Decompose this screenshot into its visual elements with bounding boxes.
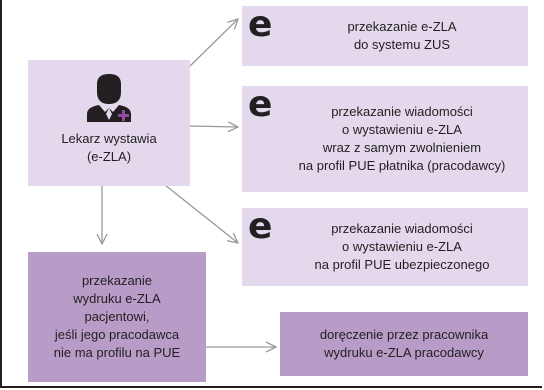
print-box-text: przekazanie wydruku e-ZLA pacjentowi, je…	[53, 273, 181, 360]
e-letter-icon: e	[248, 4, 273, 45]
print-box: przekazanie wydruku e-ZLA pacjentowi, je…	[28, 252, 206, 382]
doctor-icon	[87, 74, 131, 122]
e-letter-icon: e	[248, 84, 273, 125]
doctor-box: Lekarz wystawia (e-ZLA)	[28, 60, 190, 186]
target-employer-box: e przekazanie wiadomości o wystawieniu e…	[242, 86, 528, 192]
target-zus-box: e przekazanie e-ZLA do systemu ZUS	[242, 6, 528, 66]
doctor-label: Lekarz wystawia (e-ZLA)	[61, 131, 157, 164]
e-letter-icon: e	[248, 206, 273, 247]
delivery-box-text: doręczenie przez pracownika wydruku e-ZL…	[319, 327, 489, 360]
arrow-to-employer-profile	[189, 126, 238, 127]
target-insured-box: e przekazanie wiadomości o wystawieniu e…	[242, 208, 528, 286]
arrow-to-zus	[187, 19, 238, 69]
target-zus-text: przekazanie e-ZLA do systemu ZUS	[347, 19, 457, 52]
target-employer-text: przekazanie wiadomości o wystawieniu e-Z…	[298, 104, 506, 173]
target-insured-text: przekazanie wiadomości o wystawieniu e-Z…	[314, 221, 490, 272]
delivery-box: doręczenie przez pracownika wydruku e-ZL…	[280, 312, 528, 376]
arrow-to-insured-profile	[164, 184, 238, 243]
